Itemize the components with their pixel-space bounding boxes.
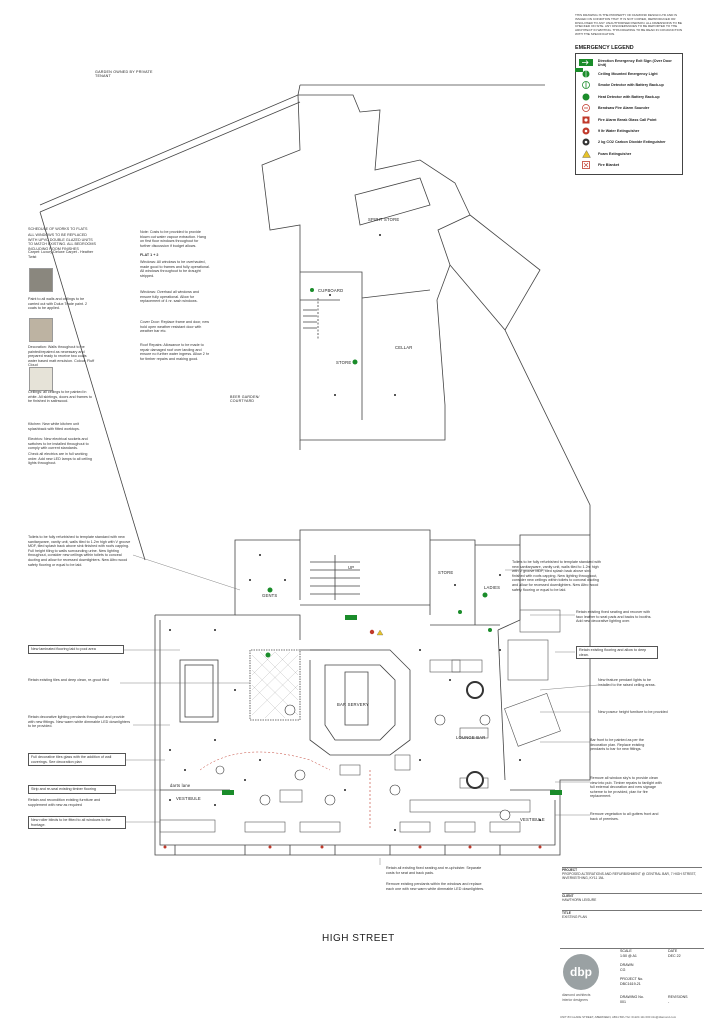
street-label: HIGH STREET (322, 933, 395, 944)
callout-toilets-left: Toilets to be fully refurbished to templ… (28, 535, 131, 567)
legend-box: Direction Emergency Exit Sign (Over Door… (575, 53, 683, 175)
title-block-client: CLIENT HAWTHORN LEISURE (562, 893, 702, 906)
schedule-ceilings: Ceilings: all ceilings to be painted in … (28, 390, 92, 404)
firm-name-2: interior designers (562, 998, 589, 1002)
spirit-store-label: SPIRIT STORE (368, 217, 400, 222)
note-intro: Note: Costs to be provided to provide bl… (140, 230, 207, 248)
date-value: DEC 22 (668, 954, 681, 958)
schedule-title: SCHEDULE OF WORKS TO FLATS (28, 227, 88, 231)
legend-item: Direction Emergency Exit Sign (Over Door… (578, 57, 680, 68)
legend-item: Heat Detector with Battery Back-up (578, 91, 680, 102)
schedule-intro: ALL WINDOWS TO BE REPLACED WITH UPVC DOU… (28, 233, 96, 251)
legend-item: 2 kg CO2 Carbon Dioxide Extinguisher (578, 137, 680, 148)
darts-label: darts lane (170, 783, 191, 788)
beer-garden-label: BEER GARDEN/ COURTYARD (230, 395, 260, 403)
callout-timber-floor: Strip and re-seal existing timber floori… (28, 785, 116, 794)
cellar-label: CELLAR (395, 345, 413, 350)
note-doors: Cover Door: Replace frame and door, new … (140, 320, 210, 334)
legend-item: Smoke Detector with Battery Back-up (578, 80, 680, 91)
firm-address: UNIT 83 GLADE STREET, ABERDEEN, AB11 5RU… (560, 1015, 677, 1019)
drawn-value: CG (620, 968, 626, 972)
fire-blanket-icon (578, 161, 594, 170)
exit-sign-icon (578, 59, 594, 67)
callout-flooring-clean: Retain existing flooring and allow to de… (576, 646, 658, 660)
legend-item: Ceiling Mounted Emergency Light (578, 68, 680, 79)
title-block-grid: dbp diamond architects interior designer… (560, 948, 704, 1014)
legend-item: Foam Extinguisher (578, 148, 680, 159)
title-block-title: TITLE EXISTING PLAN (562, 910, 702, 925)
callout-fixed-seating: Retain all existing fixed seating and re… (386, 866, 482, 875)
emergency-legend: EMERGENCY LEGEND Direction Emergency Exi… (575, 45, 683, 175)
callout-seating: Retain existing fixed seating and recove… (576, 610, 652, 624)
paint-swatch (29, 318, 53, 342)
title-block-project: PROJECT PROPOSED ALTERATIONS AND REFURBI… (562, 867, 702, 892)
callout-tiles: Retain existing tiles and deep clean, re… (28, 678, 109, 682)
vestibule-right-label: VESTIBULE (520, 817, 545, 822)
callout-gutters: Remove vegetation to all gutters front a… (590, 812, 659, 821)
callout-feature-pendants: New feature pendant lights to be install… (598, 678, 656, 687)
scale-heading: SCALE (620, 949, 632, 953)
callout-poseur: New poseur height furniture to be provid… (598, 710, 668, 714)
water-extinguisher-icon (578, 127, 594, 135)
disclaimer-note: THIS DRAWING IS THE PROPERTY OF DIAMOND … (575, 13, 683, 36)
revisions-value: - (668, 1000, 670, 1004)
callout-toilets-right: Toilets to be fully refurbished to templ… (512, 560, 601, 592)
drawing-no-heading: DRAWING No. (620, 995, 644, 999)
decoration-swatch (29, 367, 53, 391)
break-glass-icon (578, 116, 594, 124)
schedule-kitchen: Kitchen: New white kitchen unit splashba… (28, 422, 80, 431)
callout-furniture: Retain and recondition existing furnitur… (28, 798, 101, 807)
callout-remove-pendants: Remove existing pendants within the wind… (386, 882, 485, 891)
schedule-electrics: Electrics: New electrical sockets and sw… (28, 437, 89, 451)
vestibule-left-label: VESTIBULE (176, 796, 201, 801)
gents-label: GENTS (262, 593, 278, 598)
firm-name: diamond architects (562, 993, 591, 997)
foam-extinguisher-icon (578, 149, 594, 158)
note-windows2: Windows: Overhaul all windows and ensure… (140, 290, 200, 304)
callout-windows: Remove all window sky's to provide clean… (590, 776, 662, 799)
date-heading: DATE (668, 949, 678, 953)
callout-pendants: Retain decorative lighting pendants thro… (28, 715, 131, 729)
emergency-light-icon (578, 70, 594, 78)
store-label: STORE (336, 360, 352, 365)
bar-servery-label: BAR SERVERY (337, 702, 369, 707)
scale-value: 1:50 @ A1 (620, 954, 637, 958)
legend-item: Bendsaw Fire Alarm Sounder (578, 103, 680, 114)
callout-wall-coverings: Full decorative tiles glass with the add… (28, 753, 126, 767)
drawn-heading: DRAWN (620, 963, 634, 967)
ladies-label: LADIES (484, 585, 501, 590)
store2-label: STORE (438, 570, 454, 575)
schedule-paint: Paint to all walls and ceilings to be ca… (28, 297, 88, 311)
schedule-lighting: Check all electrics are in full working … (28, 452, 92, 466)
note-roof: Roof Repairs: Allowance to be made to re… (140, 343, 210, 361)
schedule-decoration: Decoration: Walls throughout to be paint… (28, 345, 95, 368)
callout-blinds: New roller blinds to be fitted to all wi… (28, 816, 126, 830)
lounge-bar-label: LOUNGE BAR (456, 735, 486, 740)
legend-item: Fire Alarm Break Glass Call Point (578, 114, 680, 125)
legend-item: 9 ltr Water Extinguisher (578, 125, 680, 136)
alarm-sounder-icon (578, 104, 594, 113)
co2-extinguisher-icon (578, 138, 594, 146)
note-flat: FLAT 1 + 2 (140, 253, 159, 257)
company-logo: dbp (563, 954, 599, 990)
revisions-heading: REVISIONS (668, 995, 688, 999)
project-no-heading: PROJECT No. (620, 977, 644, 981)
cupboard-label: CUPBOARD (318, 288, 344, 293)
project-no-value: DBC1619-21 (620, 982, 641, 986)
legend-title: EMERGENCY LEGEND (575, 45, 634, 51)
legend-item: Fire Blanket (578, 160, 680, 171)
carpet-swatch (29, 268, 53, 292)
callout-pool-flooring: New laminated flooring laid to pool area (28, 645, 124, 654)
note-windows: Windows: All windows to be overhauled, m… (140, 260, 210, 278)
heat-detector-icon (578, 93, 594, 101)
stairs-up-label: UP (348, 565, 355, 570)
smoke-detector-icon (578, 81, 594, 90)
schedule-carpet: Carpet: Luxury Deluxe Carpet - Heather T… (28, 250, 94, 259)
garden-label: GARDEN OWNED BY PRIVATE TENANT (95, 70, 153, 78)
callout-bar-front: Bar front to be painted as per the decor… (590, 738, 645, 752)
drawing-no-value: 001 (620, 1000, 626, 1004)
